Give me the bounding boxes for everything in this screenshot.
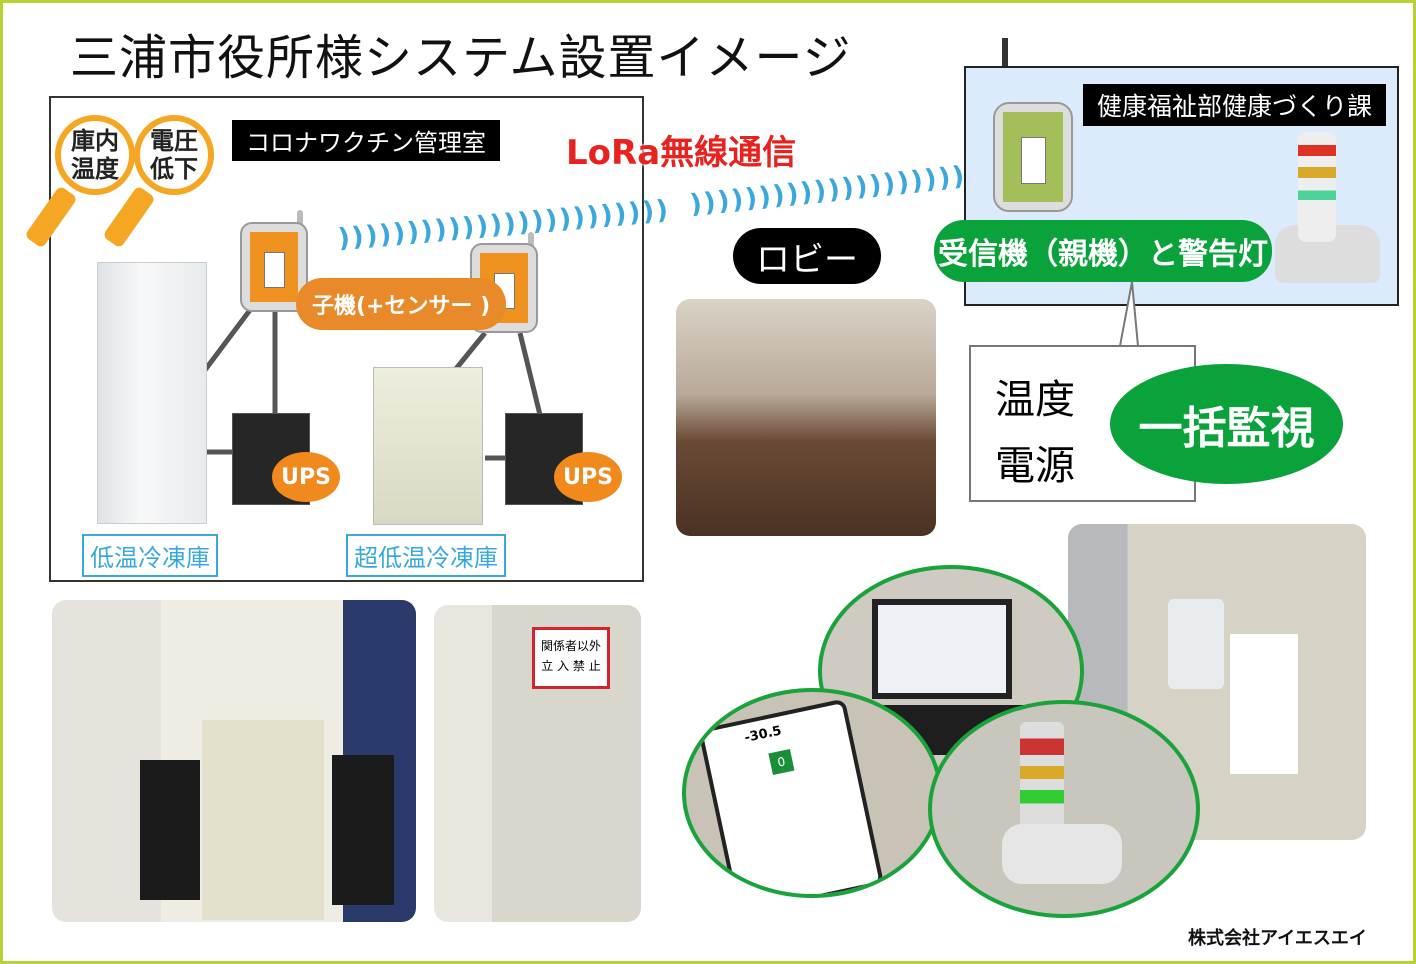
lobby-label: ロビー [733,228,881,284]
low-temp-freezer-image [97,262,207,524]
company-name: 株式会社アイエスエイ [1188,928,1367,949]
ups-badge: UPS [272,452,340,502]
room-label: コロナワクチン管理室 [232,120,500,161]
sign-line: 立 入 禁 止 [541,659,601,673]
antenna-icon [528,232,534,252]
lobby-photo [676,299,936,536]
callout-pointer [1119,281,1139,347]
vaccine-room-panel [49,96,644,582]
page-title: 三浦市役所様システム設置イメージ [70,30,852,86]
ultra-low-freezer-label: 超低温冷凍庫 [346,534,506,577]
lora-label: LoRa無線通信 [566,133,797,173]
phone-photo: -30.5 0 [682,688,942,898]
magnifier-voltage-icon: 電圧低下 [134,115,214,195]
ultra-low-freezer-image [373,367,483,525]
ups-badge: UPS [554,452,622,502]
phone-temperature: -30.5 [743,723,783,746]
magnifier-temperature-icon: 庫内温度 [55,115,135,195]
receiver-label: 受信機（親機）と警告灯 [934,220,1272,282]
antenna-icon [297,210,303,230]
monitor-item-power: 電源 [995,443,1075,489]
freezer-room-photo [52,600,416,922]
low-temp-freezer-label: 低温冷凍庫 [82,534,218,577]
warning-light-photo [928,700,1200,918]
sign-line: 関係者以外 [540,639,601,653]
receiver-device [993,102,1073,212]
child-unit-label: 子機(+センサー ) [296,278,507,330]
warning-light-tower-icon [1298,132,1336,242]
phone-count: 0 [768,748,795,776]
department-label: 健康福祉部健康づくり課 [1083,84,1387,126]
door-photo: 関係者以外 立 入 禁 止 [434,605,641,922]
monitor-item-temperature: 温度 [995,377,1075,423]
bulk-monitoring-badge: 一括監視 [1110,364,1343,484]
restricted-sign: 関係者以外 立 入 禁 止 [532,627,610,689]
